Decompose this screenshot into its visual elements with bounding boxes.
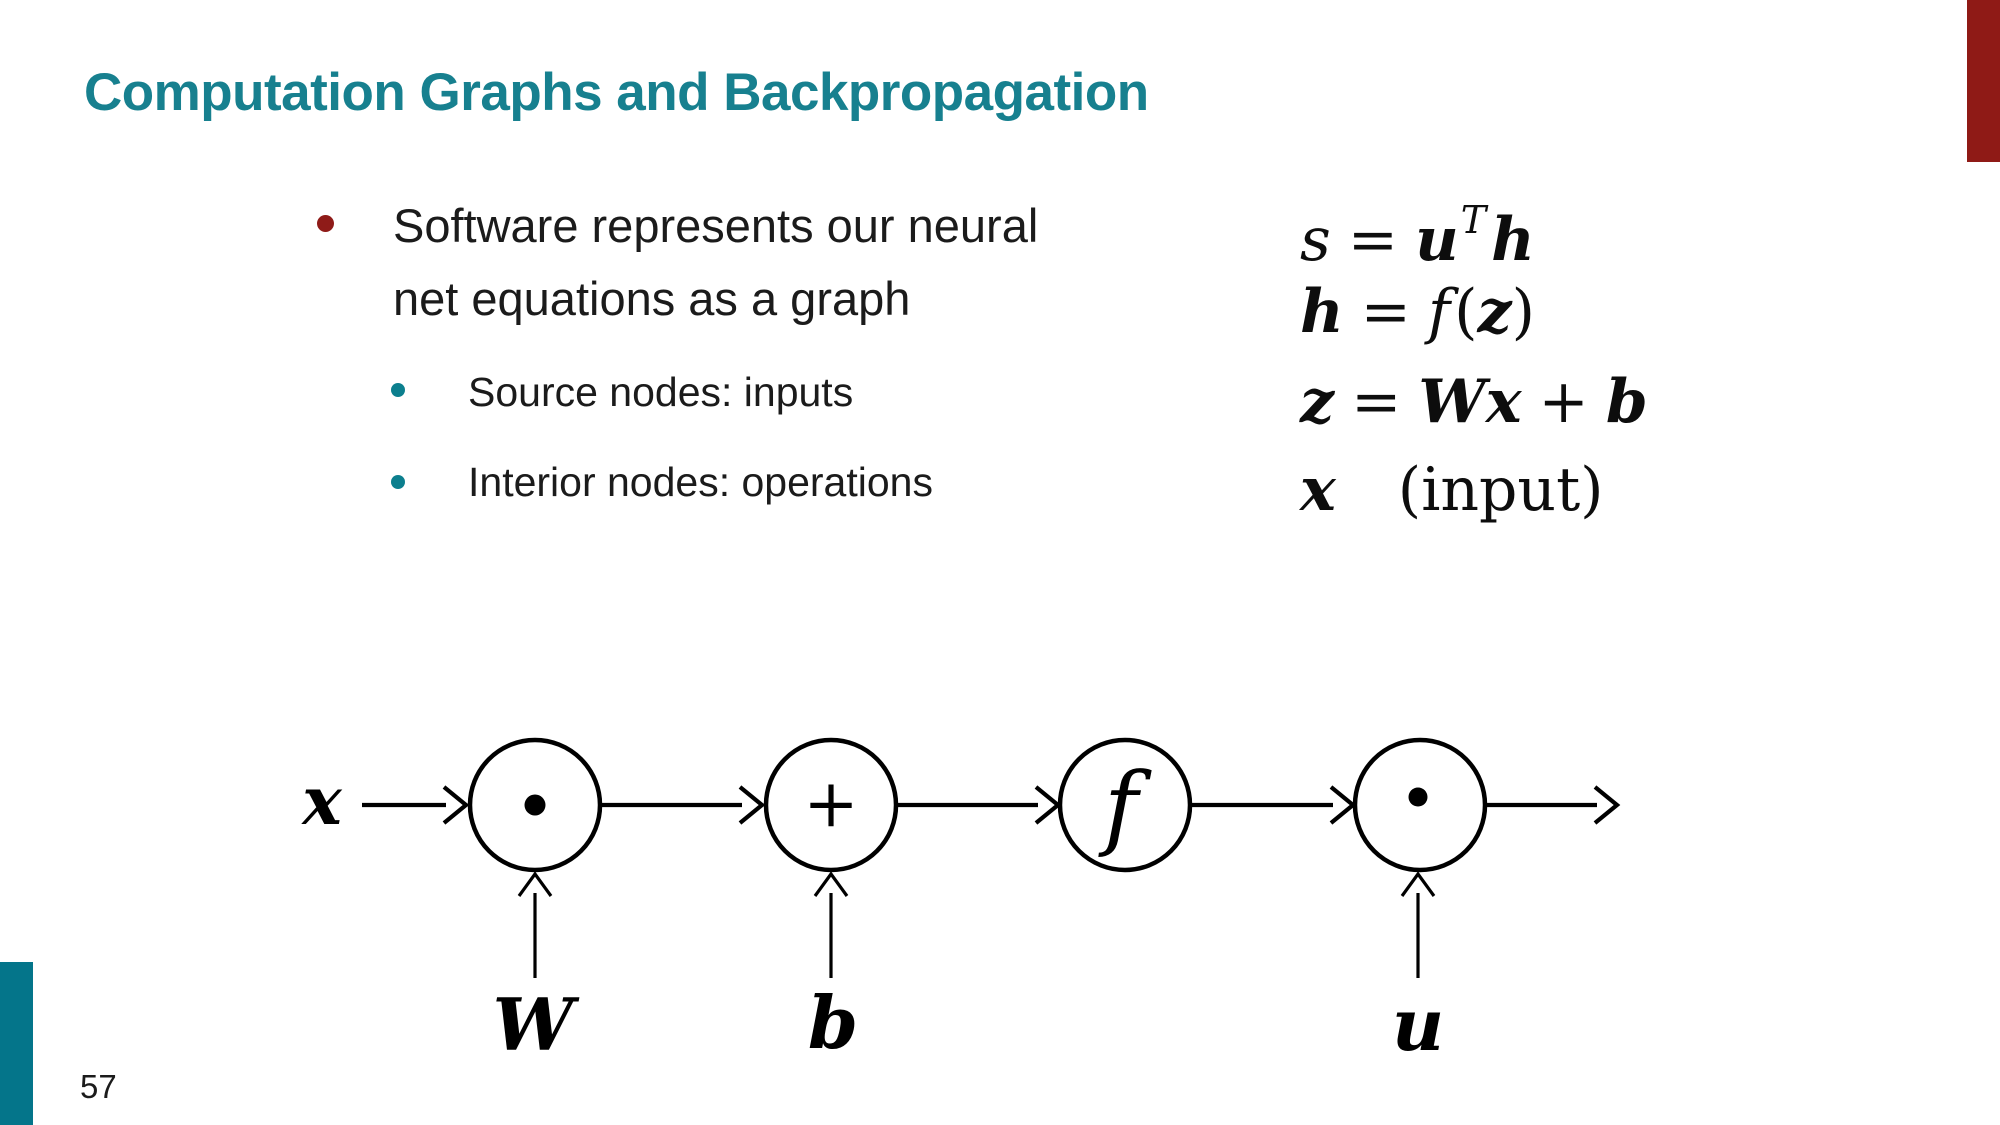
page-number: 57 (80, 1068, 117, 1105)
dot-operator-icon-2 (1408, 787, 1428, 807)
sub-bullet-interior-nodes: Interior nodes: operations (468, 459, 933, 505)
eq1-equals: = (1347, 205, 1399, 275)
edge-input-to-multiply (362, 785, 470, 825)
eq1-s: s (1300, 205, 1331, 275)
eq4-x: x (1300, 455, 1336, 525)
diagram-param-label-u: u (1392, 982, 1444, 1067)
node-activation-f (1057, 737, 1193, 873)
eq2-h: h (1300, 277, 1344, 347)
equation-hidden: h=f(z) (1300, 275, 1535, 350)
eq2-close-paren: ) (1511, 277, 1536, 347)
diagram-param-label-b: b (808, 980, 858, 1065)
equation-affine: z=Wx+b (1300, 365, 1648, 440)
edge-activation-to-multiply (1192, 785, 1357, 825)
edge-add-to-activation (898, 785, 1062, 825)
page-title: Computation Graphs and Backpropagation (84, 63, 1149, 122)
plus-operator-label: + (803, 765, 858, 842)
edge-multiply-to-add (602, 785, 766, 825)
eq2-f: f (1427, 277, 1451, 347)
eq2-z: z (1477, 277, 1512, 347)
bullet-icon-main (317, 215, 334, 232)
equation-score: s=uTh (1300, 183, 1535, 278)
node-add (763, 737, 899, 873)
equation-input: x (input) (1300, 453, 1604, 528)
eq1-h: h (1491, 205, 1535, 275)
eq3-x: x (1485, 367, 1522, 437)
main-bullet-text: Software represents our neural net equat… (393, 189, 1038, 335)
diagram-input-label-x: x (300, 762, 342, 840)
dot-operator-icon-1 (524, 794, 546, 816)
eq3-z: z (1300, 367, 1335, 437)
eq1-transpose: T (1460, 198, 1487, 242)
edge-W-to-multiply (517, 871, 553, 978)
edge-b-to-add (813, 871, 849, 978)
edge-u-to-multiply (1400, 871, 1436, 978)
eq4-input-note: (input) (1397, 455, 1604, 525)
eq1-u: u (1415, 205, 1459, 275)
eq3-equals: = (1351, 367, 1402, 437)
eq3-W: W (1418, 367, 1486, 437)
bullet-icon-sub-1 (391, 383, 405, 397)
bottom-left-accent-bar (0, 962, 33, 1125)
eq2-open-paren: ( (1454, 277, 1478, 347)
top-right-accent-bar (1967, 0, 2000, 162)
main-bullet-line-2: net equations as a graph (393, 272, 911, 325)
diagram-param-label-W: W (493, 982, 580, 1067)
eq3-plus: + (1538, 367, 1589, 437)
main-bullet-line-1: Software represents our neural (393, 199, 1039, 252)
eq2-equals: = (1360, 277, 1411, 347)
edge-output (1487, 785, 1621, 825)
eq3-b: b (1605, 367, 1648, 437)
sub-bullet-source-nodes: Source nodes: inputs (468, 369, 854, 415)
bullet-icon-sub-2 (391, 475, 405, 489)
